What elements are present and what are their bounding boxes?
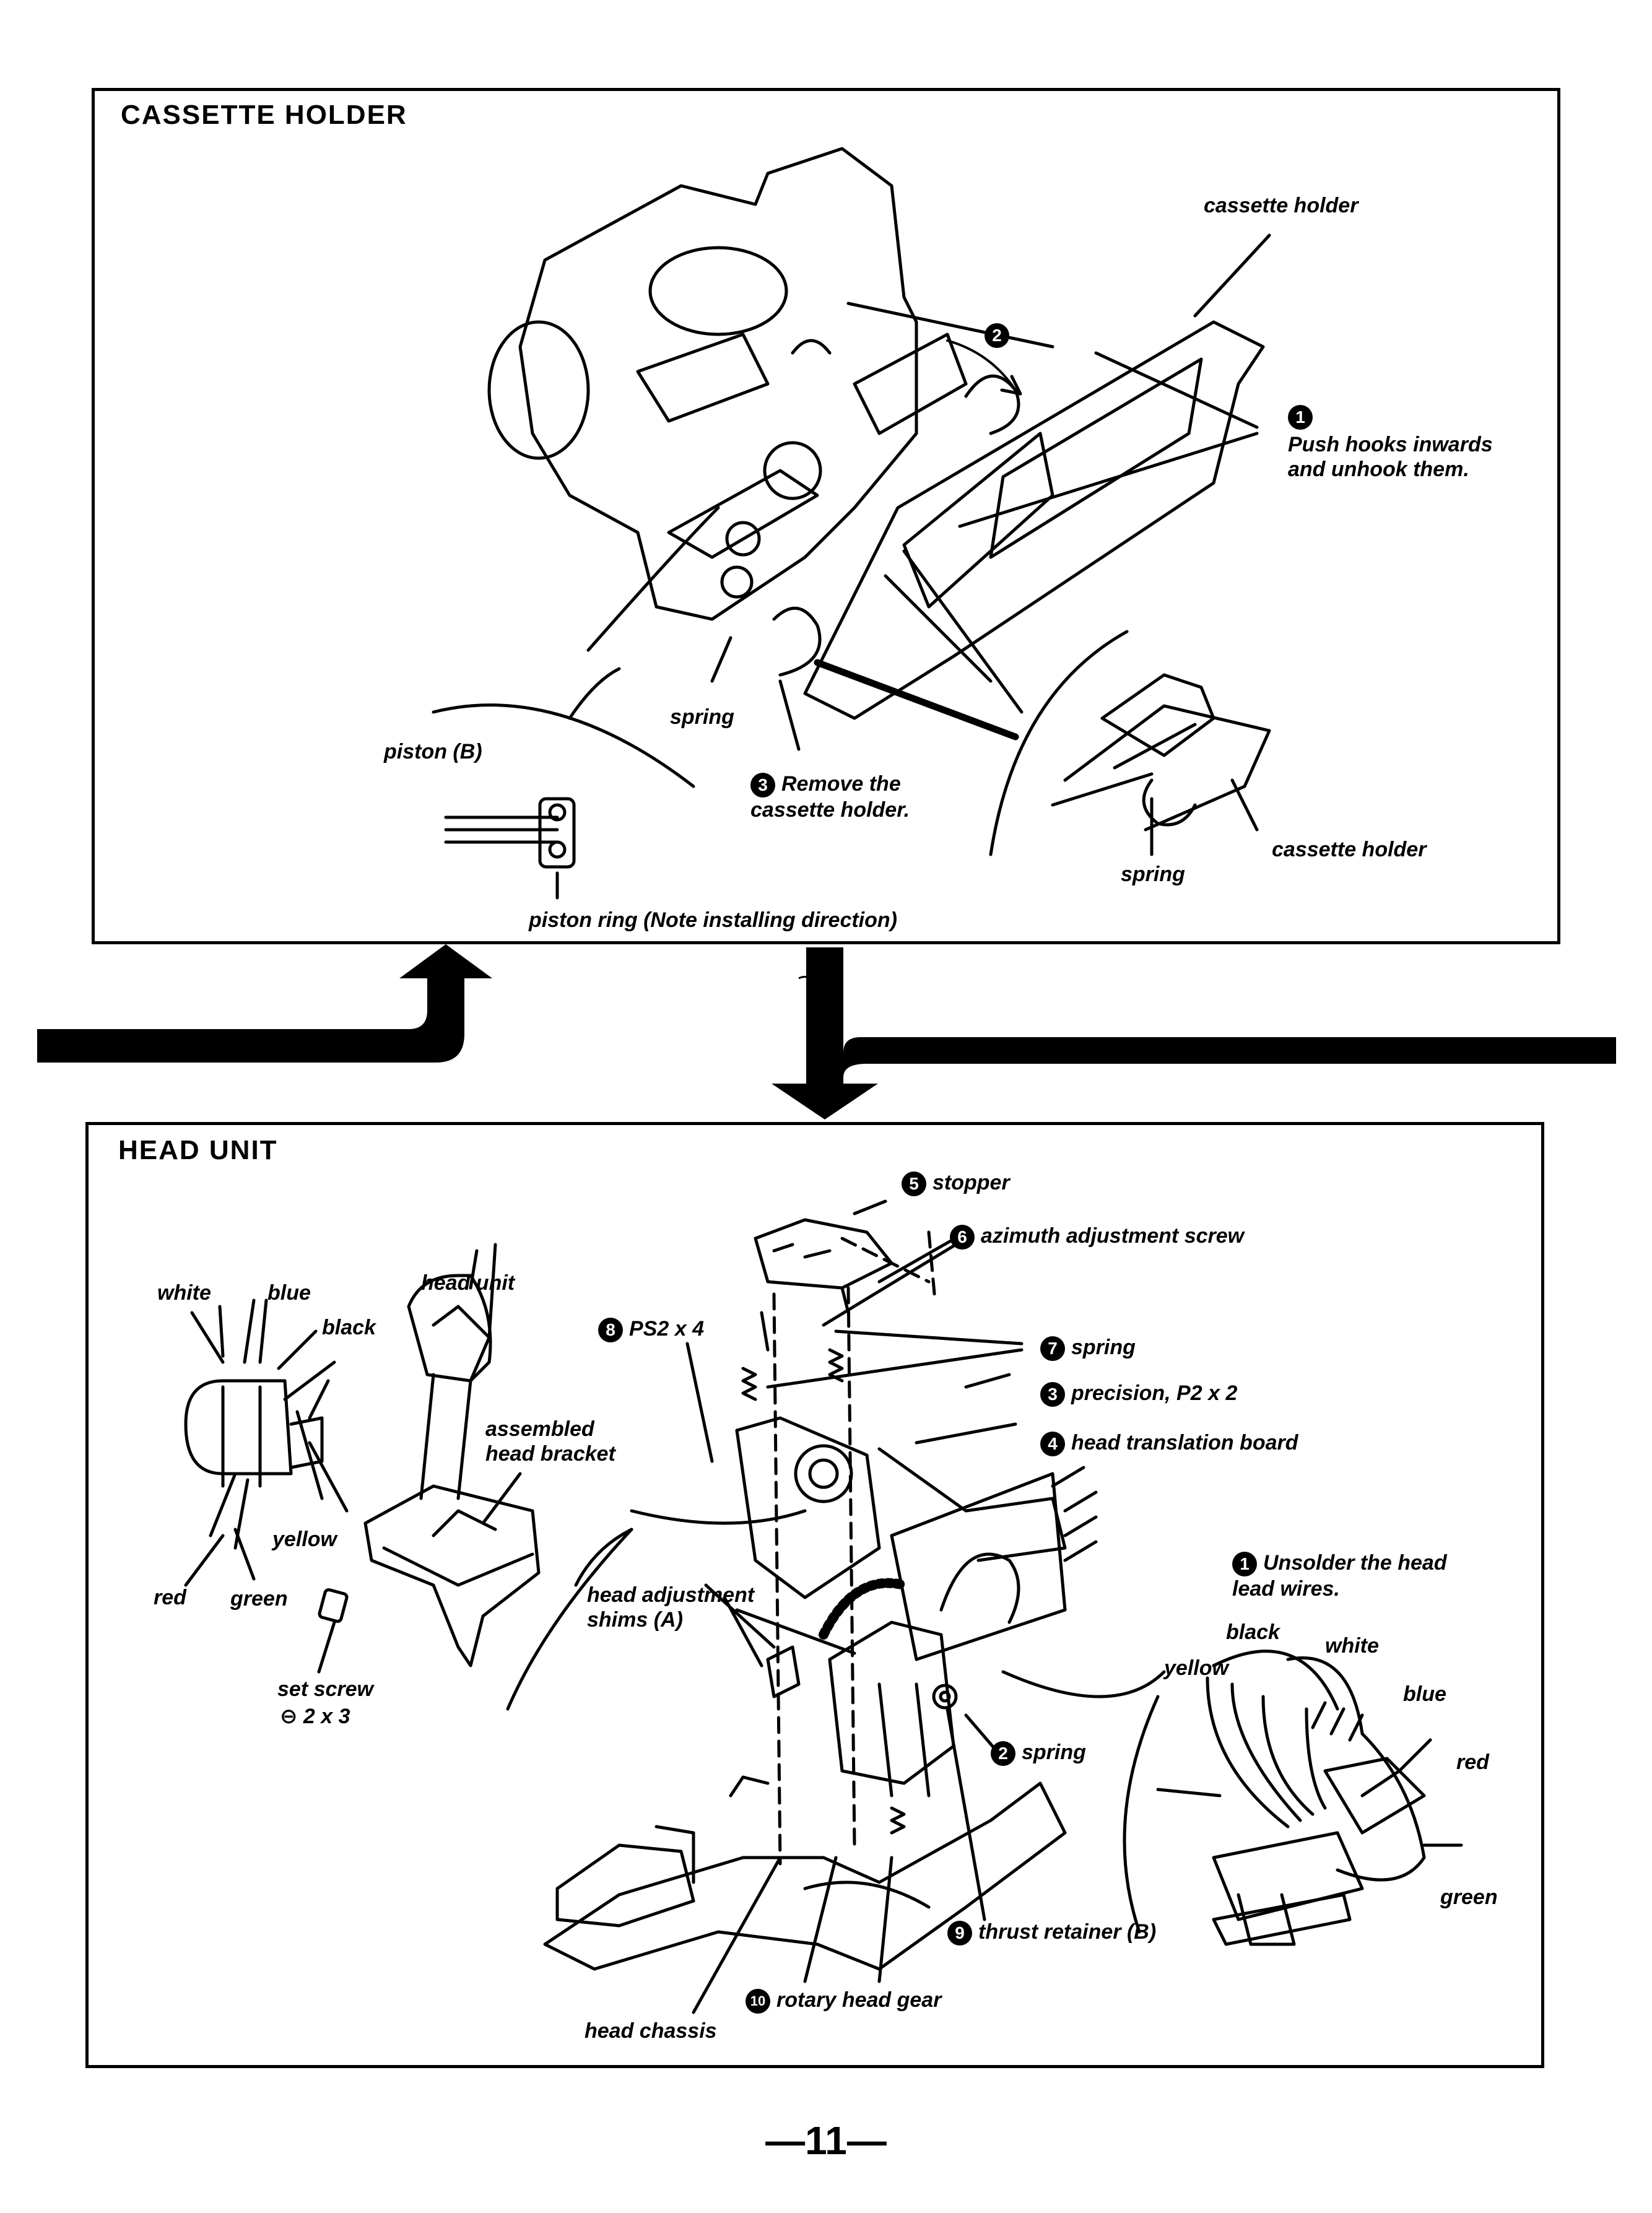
step-text: rotary head gear — [776, 1988, 942, 2012]
label-right-blue: blue — [1403, 1682, 1446, 1706]
label-spring-center: spring — [670, 705, 734, 729]
panel-title: CASSETTE HOLDER — [121, 100, 407, 130]
label-wire-yellow: yellow — [272, 1528, 337, 1551]
step-number: 4 — [1040, 1432, 1065, 1457]
label-wire-green: green — [230, 1587, 288, 1611]
step-text: Push hooks inwards and unhook them. — [1288, 433, 1493, 481]
label-right-green: green — [1440, 1885, 1498, 1909]
step-number: 2 — [985, 323, 1009, 349]
step-number: 7 — [1040, 1336, 1065, 1362]
page-number: —11— — [765, 2118, 887, 2163]
step-number: 3 — [1040, 1382, 1065, 1407]
step-text: spring — [1022, 1741, 1086, 1764]
step-5-stopper: 5 stopper — [902, 1170, 1010, 1197]
step-text: spring — [1071, 1336, 1136, 1359]
label-right-yellow: yellow — [1164, 1656, 1228, 1680]
label-wire-white: white — [157, 1281, 211, 1305]
label-wire-black: black — [322, 1316, 376, 1339]
step-number: 6 — [950, 1225, 975, 1250]
label-right-white: white — [1325, 1634, 1379, 1658]
step-text: PS2 x 4 — [629, 1317, 704, 1341]
label-piston-ring: piston ring (Note installing direction) — [529, 908, 897, 932]
label-spring-right: spring — [1121, 863, 1185, 886]
step-text: Remove the cassette holder. — [750, 772, 910, 822]
label-cassette-holder-bottom: cassette holder — [1272, 838, 1427, 861]
panel-title: HEAD UNIT — [118, 1135, 278, 1165]
step-number: 5 — [902, 1172, 926, 1197]
label-wire-blue: blue — [267, 1281, 311, 1305]
label-piston-b: piston (B) — [384, 740, 482, 763]
step-number: 1 — [1288, 405, 1313, 430]
step-text: thrust retainer (B) — [978, 1920, 1157, 1944]
step-text: precision, P2 x 2 — [1071, 1381, 1238, 1405]
step-number: 3 — [750, 773, 775, 798]
cassette-holder-panel: CASSETTE HOLDER — [92, 88, 1560, 944]
step-number: 1 — [1232, 1552, 1257, 1577]
step-4-head-translation-board: 4 head translation board — [1040, 1430, 1298, 1457]
step-1-push-hooks: 1 Push hooks inwards and unhook them. — [1288, 405, 1523, 482]
step-text: head translation board — [1071, 1431, 1298, 1454]
label-cassette-holder-top: cassette holder — [1204, 194, 1359, 217]
step-number: 8 — [598, 1318, 623, 1343]
step-number: 9 — [947, 1921, 972, 1946]
label-head-chassis: head chassis — [585, 2019, 717, 2043]
label-wire-red: red — [154, 1586, 186, 1609]
label-right-red: red — [1456, 1750, 1489, 1774]
step-2-marker: 2 — [985, 322, 1015, 349]
label-set-screw: set screw — [277, 1677, 373, 1701]
label-right-black: black — [1226, 1620, 1280, 1644]
step-2-spring: 2 spring — [991, 1740, 1086, 1767]
step-text: stopper — [933, 1171, 1010, 1194]
step-text: Unsolder the head lead wires. — [1232, 1551, 1447, 1601]
label-head-adjustment-shims: head adjustment shims (A) — [587, 1583, 755, 1632]
label-assembled-head-bracket: assembled head bracket — [485, 1417, 615, 1466]
step-7-spring: 7 spring — [1040, 1335, 1136, 1362]
step-number: 2 — [991, 1741, 1015, 1767]
label-set-screw-size: ⊖ 2 x 3 — [280, 1705, 350, 1728]
head-unit-panel: HEAD UNIT — [85, 1122, 1544, 2068]
step-text: azimuth adjustment screw — [981, 1224, 1245, 1248]
step-number: 10 — [746, 1989, 770, 2014]
label-head-unit: head unit — [421, 1271, 515, 1295]
